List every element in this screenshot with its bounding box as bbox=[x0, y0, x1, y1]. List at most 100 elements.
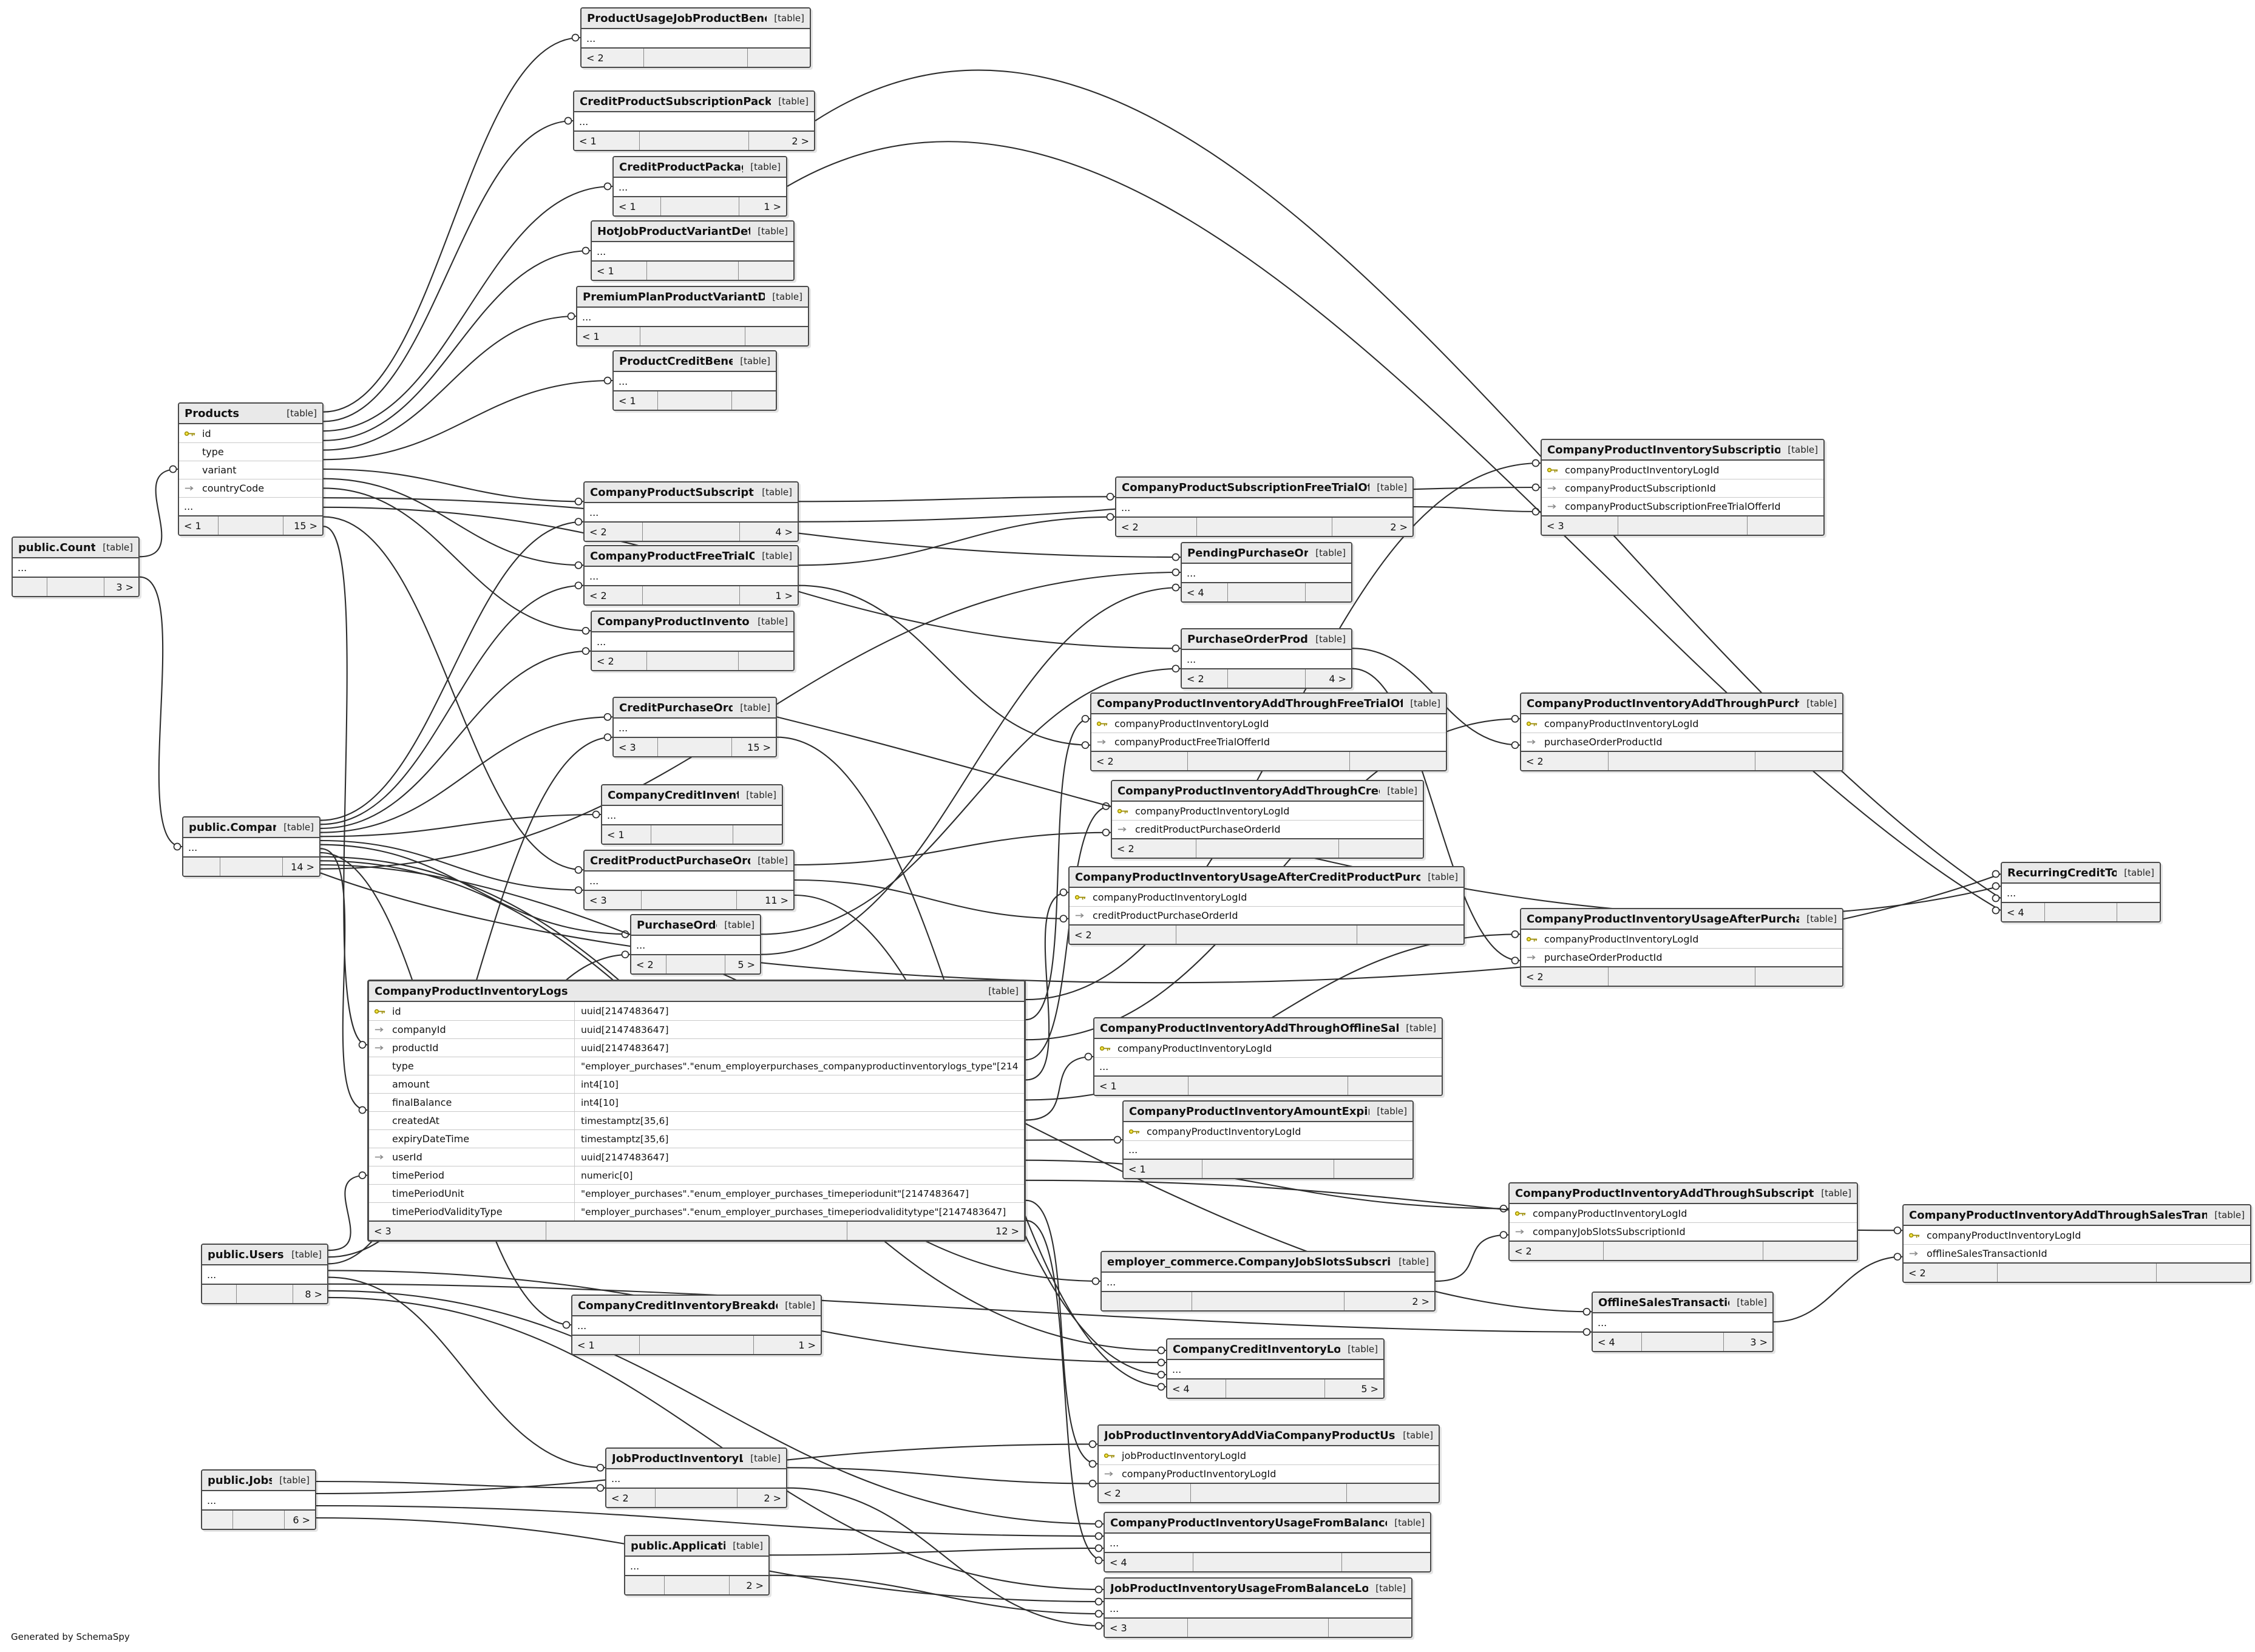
table-RecurringCreditTopUp[interactable]: RecurringCreditTopUp[table]...< 4 bbox=[2001, 862, 2161, 922]
table-PendingPurchaseOrders[interactable]: PendingPurchaseOrders[table]...< 4 bbox=[1181, 542, 1352, 603]
column-row: ... bbox=[1593, 1313, 1772, 1332]
table-CreditProductPurchaseOrders[interactable]: CreditProductPurchaseOrders[table]...< 3… bbox=[583, 850, 795, 910]
table-CompanyProductInventoryAddThroughPurchaseLogs[interactable]: CompanyProductInventoryAddThroughPurchas… bbox=[1520, 692, 1843, 771]
table-CompanyProductInventoryAddThroughOfflineSalesLogs[interactable]: CompanyProductInventoryAddThroughOffline… bbox=[1093, 1017, 1443, 1096]
relationship-edge bbox=[328, 1174, 368, 1251]
relationship-connector-dot bbox=[1059, 915, 1068, 923]
table-CompanyProductInventoryAddThroughSalesTransactionLogs[interactable]: CompanyProductInventoryAddThroughSalesTr… bbox=[1902, 1204, 2251, 1283]
table-CompanyProductSubscriptionFreeTrialOffers[interactable]: CompanyProductSubscriptionFreeTrialOffer… bbox=[1115, 476, 1414, 537]
table-JobProductInventoryLogs[interactable]: JobProductInventoryLogs[table]...< 22 > bbox=[605, 1447, 787, 1508]
table-CompanyCreditInventoryBreakdowns[interactable]: CompanyCreditInventoryBreakdowns[table].… bbox=[571, 1295, 822, 1355]
footer-spacer bbox=[642, 586, 741, 604]
table-header: CompanyProductInventoryUsageAfterPurchas… bbox=[1521, 909, 1842, 930]
table-public.Users[interactable]: public.Users[table]...8 > bbox=[201, 1244, 328, 1304]
table-PurchaseOrderProducts[interactable]: PurchaseOrderProducts[table]...< 24 > bbox=[1181, 628, 1352, 689]
table-CreditProductSubscriptionPackages[interactable]: CreditProductSubscriptionPackages[table]… bbox=[573, 90, 815, 151]
column-type: timestamptz[35,6] bbox=[574, 1112, 1019, 1129]
table-CompanyProductInventoryUsageFromBalanceLogs[interactable]: CompanyProductInventoryUsageFromBalanceL… bbox=[1104, 1512, 1431, 1572]
child-count bbox=[739, 652, 793, 670]
column-type: "employer_purchases"."enum_employerpurch… bbox=[574, 1057, 1019, 1075]
table-title: CompanyCreditInventoryLogs bbox=[1173, 1342, 1341, 1356]
footer-spacer bbox=[639, 327, 746, 345]
table-header: CreditPurchaseOrders[table] bbox=[614, 698, 776, 719]
column-name: ... bbox=[579, 115, 589, 127]
relationship-connector-dot bbox=[1582, 1328, 1591, 1336]
table-OfflineSalesTransactions[interactable]: OfflineSalesTransactions[table]...< 43 > bbox=[1592, 1291, 1774, 1352]
table-CompanyProductInventoryAmountExpiryLogs[interactable]: CompanyProductInventoryAmountExpiryLogs[… bbox=[1122, 1100, 1414, 1179]
table-CreditPurchaseOrders[interactable]: CreditPurchaseOrders[table]...< 315 > bbox=[612, 697, 777, 757]
table-CompanyProductInventoryUsageAfterPurchaseLogs[interactable]: CompanyProductInventoryUsageAfterPurchas… bbox=[1520, 908, 1843, 987]
table-CompanyProductInventoryAddThroughFreeTrialOfferLogs[interactable]: CompanyProductInventoryAddThroughFreeTri… bbox=[1090, 692, 1447, 771]
table-header: CompanyProductInventoryUsageFromBalanceL… bbox=[1105, 1513, 1430, 1534]
child-count bbox=[748, 49, 810, 67]
relationship-connector-dot bbox=[562, 1321, 571, 1329]
relationship-edge bbox=[1025, 1199, 1098, 1465]
table-type-tag: [table] bbox=[1394, 1517, 1425, 1528]
child-count bbox=[1350, 752, 1446, 770]
table-CompanyProductInventoryUsageAfterCreditProductPurchaseLogs[interactable]: CompanyProductInventoryUsageAfterCreditP… bbox=[1068, 866, 1465, 945]
relationship-edge bbox=[323, 468, 584, 503]
column-name: companyProductInventoryLogId bbox=[1135, 805, 1290, 817]
table-JobProductInventoryUsageFromBalanceLogs[interactable]: JobProductInventoryUsageFromBalanceLogs[… bbox=[1104, 1577, 1412, 1638]
table-header: CompanyCreditInventoryLogs[table] bbox=[1167, 1339, 1383, 1360]
relationship-edge bbox=[320, 521, 584, 821]
table-CompanyProductSubscriptions[interactable]: CompanyProductSubscriptions[table]...< 2… bbox=[583, 481, 799, 542]
column-name: ... bbox=[597, 245, 606, 257]
table-employer_commerce.CompanyJobSlotsSubscriptions[interactable]: employer_commerce.CompanyJobSlotsSubscri… bbox=[1100, 1251, 1436, 1312]
column-row: companyProductFreeTrialOfferId bbox=[1091, 733, 1446, 751]
column-row: variant bbox=[179, 461, 322, 479]
footer-spacer bbox=[1196, 518, 1333, 536]
table-CompanyProductInventorySubscriptionLogs[interactable]: CompanyProductInventorySubscriptionLogs[… bbox=[1541, 439, 1825, 536]
table-CompanyProductInventories[interactable]: CompanyProductInventories[table]...< 2 bbox=[591, 611, 795, 671]
table-header: CompanyProductInventoryAddThroughFreeTri… bbox=[1091, 694, 1446, 714]
column-type: "employer_purchases"."enum_employer_purc… bbox=[574, 1185, 1019, 1202]
table-degree-footer: < 1 bbox=[614, 390, 776, 410]
column-row: ... bbox=[202, 1491, 315, 1509]
table-CompanyProductInventoryAddThroughSubscriptionLogs[interactable]: CompanyProductInventoryAddThroughSubscri… bbox=[1508, 1182, 1858, 1261]
table-ProductUsageJobProductBenefits[interactable]: ProductUsageJobProductBenefits[table]...… bbox=[580, 7, 811, 68]
relationship-connector-dot bbox=[592, 810, 600, 819]
table-header: OfflineSalesTransactions[table] bbox=[1593, 1293, 1772, 1313]
table-CompanyProductFreeTrialOffers[interactable]: CompanyProductFreeTrialOffers[table]...<… bbox=[583, 545, 799, 606]
table-CreditProductPackages[interactable]: CreditProductPackages[table]...< 11 > bbox=[612, 156, 787, 217]
table-header: CreditProductPurchaseOrders[table] bbox=[585, 851, 793, 872]
table-public.Countries[interactable]: public.Countries[table]...3 > bbox=[12, 537, 140, 597]
primary-key-icon bbox=[1908, 1232, 1927, 1239]
column-name: ... bbox=[589, 570, 599, 582]
relationship-edge bbox=[328, 1290, 1104, 1525]
table-public.Companies[interactable]: public.Companies[table]...14 > bbox=[182, 816, 320, 877]
footer-spacer bbox=[1226, 1379, 1325, 1398]
table-CompanyCreditInventories[interactable]: CompanyCreditInventories[table]...< 1 bbox=[601, 784, 783, 845]
table-PremiumPlanProductVariantDetails[interactable]: PremiumPlanProductVariantDetails[table].… bbox=[576, 286, 809, 347]
table-public.Jobs[interactable]: public.Jobs[table]...6 > bbox=[201, 1469, 316, 1530]
foreign-key-icon bbox=[1547, 503, 1565, 510]
column-type: "employer_purchases"."enum_employer_purc… bbox=[574, 1203, 1019, 1220]
column-name: ... bbox=[1172, 1363, 1182, 1375]
foreign-key-icon bbox=[1526, 954, 1544, 961]
column-name: ... bbox=[1110, 1602, 1119, 1614]
column-row: ... bbox=[202, 1265, 327, 1284]
table-HotJobProductVariantDetails[interactable]: HotJobProductVariantDetails[table]...< 1 bbox=[591, 220, 795, 281]
relationship-edge bbox=[323, 516, 584, 871]
table-title: public.Jobs bbox=[208, 1474, 273, 1487]
table-type-tag: [table] bbox=[746, 790, 776, 801]
table-type-tag: [table] bbox=[724, 919, 754, 930]
footer-spacer bbox=[666, 955, 725, 973]
table-CompanyProductInventoryAddThroughCreditLogs[interactable]: CompanyProductInventoryAddThroughCreditL… bbox=[1111, 780, 1424, 859]
parent-count: < 2 bbox=[1526, 755, 1544, 767]
column-name: ... bbox=[589, 875, 599, 887]
relationship-edge bbox=[320, 650, 591, 830]
child-count: 1 > bbox=[775, 589, 793, 601]
table-JobProductInventoryAddViaCompanyProductUsageLogs[interactable]: JobProductInventoryAddViaCompanyProductU… bbox=[1097, 1424, 1440, 1503]
table-ProductCreditBenefits[interactable]: ProductCreditBenefits[table]...< 1 bbox=[612, 350, 777, 411]
relationship-connector-dot bbox=[1992, 882, 2000, 890]
table-type-tag: [table] bbox=[1406, 1023, 1436, 1034]
table-public.Applications[interactable]: public.Applications[table]...2 > bbox=[624, 1535, 770, 1596]
relationship-connector-dot bbox=[1499, 1231, 1508, 1239]
footer-spacer bbox=[654, 1489, 738, 1507]
table-PurchaseOrders[interactable]: PurchaseOrders[table]...< 25 > bbox=[630, 914, 761, 975]
